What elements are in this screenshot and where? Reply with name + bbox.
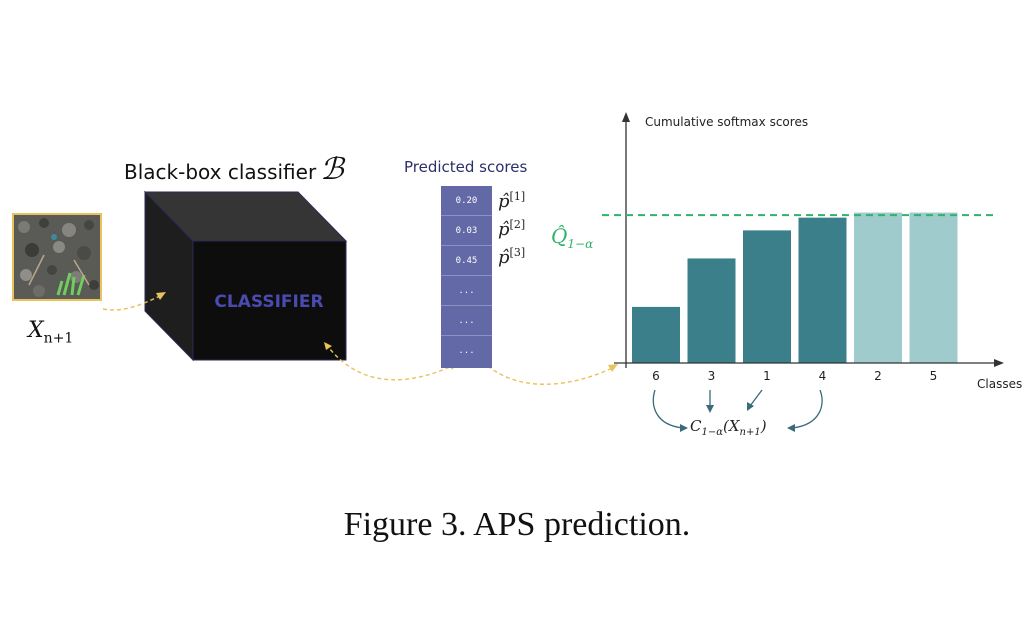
score-label-1: p̂[1]	[498, 190, 526, 212]
bar-class-5	[909, 212, 958, 363]
bar-class-1	[743, 230, 791, 363]
bar-class-4	[798, 217, 847, 363]
predicted-scores-column: 0.20 0.03 0.45 ... ... ...	[441, 186, 492, 368]
classifier-symbol: ℬ	[320, 152, 344, 187]
connector-scores-to-chart	[487, 365, 613, 385]
input-image-texture	[14, 215, 100, 299]
threshold-label: Q̂1−α	[551, 224, 594, 251]
x-tick-label-4: 4	[818, 369, 827, 383]
y-axis-arrowhead	[622, 112, 630, 122]
prediction-set-label: C1−α(Xn+1)	[690, 417, 767, 438]
connector-classifier-to-scores	[325, 343, 453, 381]
connector-input-to-classifier	[102, 295, 161, 311]
x-tick-label-2: 2	[874, 369, 882, 383]
set-arrow-class-6	[652, 389, 684, 429]
input-image	[12, 213, 102, 301]
x-axis-arrowhead	[994, 359, 1004, 367]
set-arrowhead-class-3	[706, 405, 714, 413]
classifier-box-text: CLASSIFIER	[214, 292, 323, 312]
score-cell-3: 0.45	[441, 246, 492, 276]
bar-class-6	[632, 306, 680, 363]
bar-class-3	[687, 258, 736, 363]
bar-class-2	[854, 212, 902, 363]
x-tick-label-3: 3	[707, 369, 716, 383]
x-tick-label-6: 6	[652, 369, 660, 383]
score-label-2: p̂[2]	[498, 218, 526, 240]
arrowhead-input-to-classifier	[156, 292, 166, 300]
score-cell-2: 0.03	[441, 216, 492, 246]
score-label-3: p̂[3]	[498, 246, 526, 268]
arrowhead-scores-to-chart	[608, 364, 618, 372]
input-label: Xn+1	[28, 318, 74, 347]
score-cell-6: ...	[458, 346, 475, 356]
score-cell-1: 0.20	[441, 186, 492, 216]
chart-x-axis-label: Classes	[977, 377, 1023, 391]
set-arrow-class-1	[749, 389, 763, 407]
arrowtail-classifier	[324, 342, 332, 350]
score-cell-5: ...	[441, 306, 492, 336]
set-arrowhead-class-1	[747, 402, 754, 411]
figure-caption: Figure 3. APS prediction.	[343, 506, 691, 543]
set-arrow-class-4	[791, 389, 823, 429]
set-arrowhead-class-4	[787, 424, 795, 432]
cube-front-face	[192, 240, 347, 361]
set-arrowhead-class-6	[680, 424, 688, 432]
chart-bars	[632, 212, 958, 363]
predicted-scores-title: Predicted scores	[404, 158, 528, 176]
chart-y-axis-label: Cumulative softmax scores	[645, 115, 809, 129]
score-cell-4: ...	[441, 276, 492, 306]
x-tick-label-1: 1	[763, 369, 771, 383]
x-tick-label-5: 5	[929, 369, 938, 383]
